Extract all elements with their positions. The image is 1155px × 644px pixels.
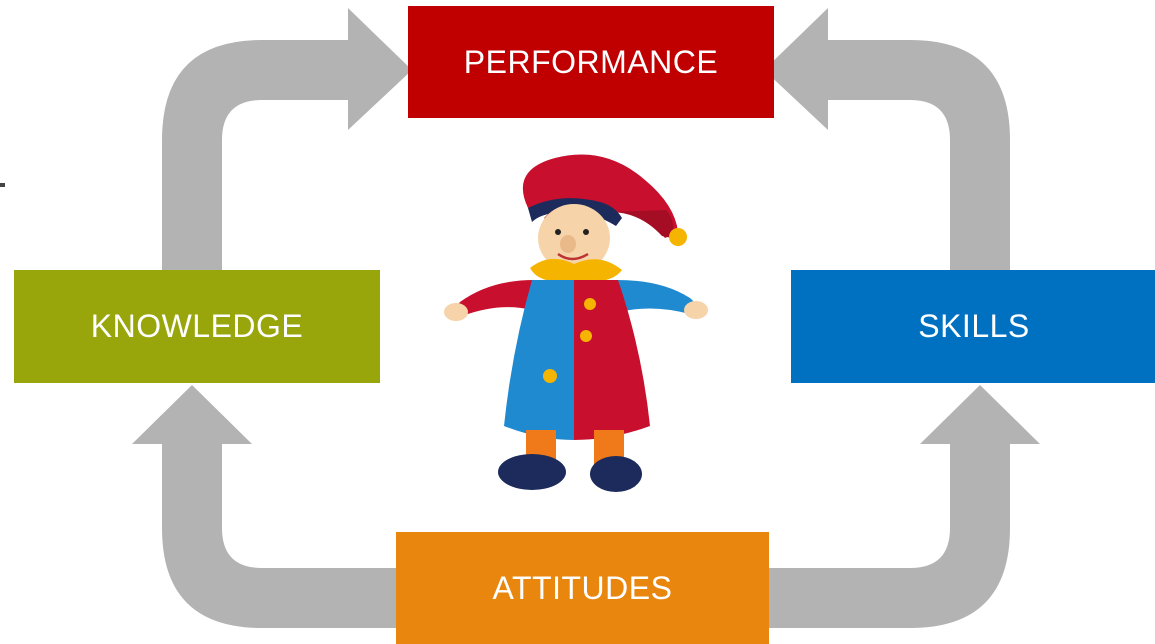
jester-doll-illustration bbox=[444, 154, 708, 492]
edge-mark bbox=[0, 183, 5, 187]
skills-label: SKILLS bbox=[918, 308, 1030, 344]
knowledge-label: KNOWLEDGE bbox=[90, 308, 304, 344]
arrow-skills-to-performance bbox=[764, 8, 1010, 270]
arrow-attitudes-to-skills bbox=[769, 385, 1040, 628]
knowledge-box: KNOWLEDGE bbox=[14, 270, 380, 383]
arrow-knowledge-to-performance bbox=[162, 8, 412, 270]
attitudes-label: ATTITUDES bbox=[492, 569, 673, 606]
attitudes-box: ATTITUDES bbox=[396, 532, 769, 644]
performance-label: PERFORMANCE bbox=[463, 43, 719, 80]
jester-doll-image bbox=[440, 140, 730, 500]
arrow-attitudes-to-knowledge bbox=[132, 385, 396, 628]
skills-box: SKILLS bbox=[791, 270, 1155, 383]
performance-box: PERFORMANCE bbox=[408, 6, 774, 118]
